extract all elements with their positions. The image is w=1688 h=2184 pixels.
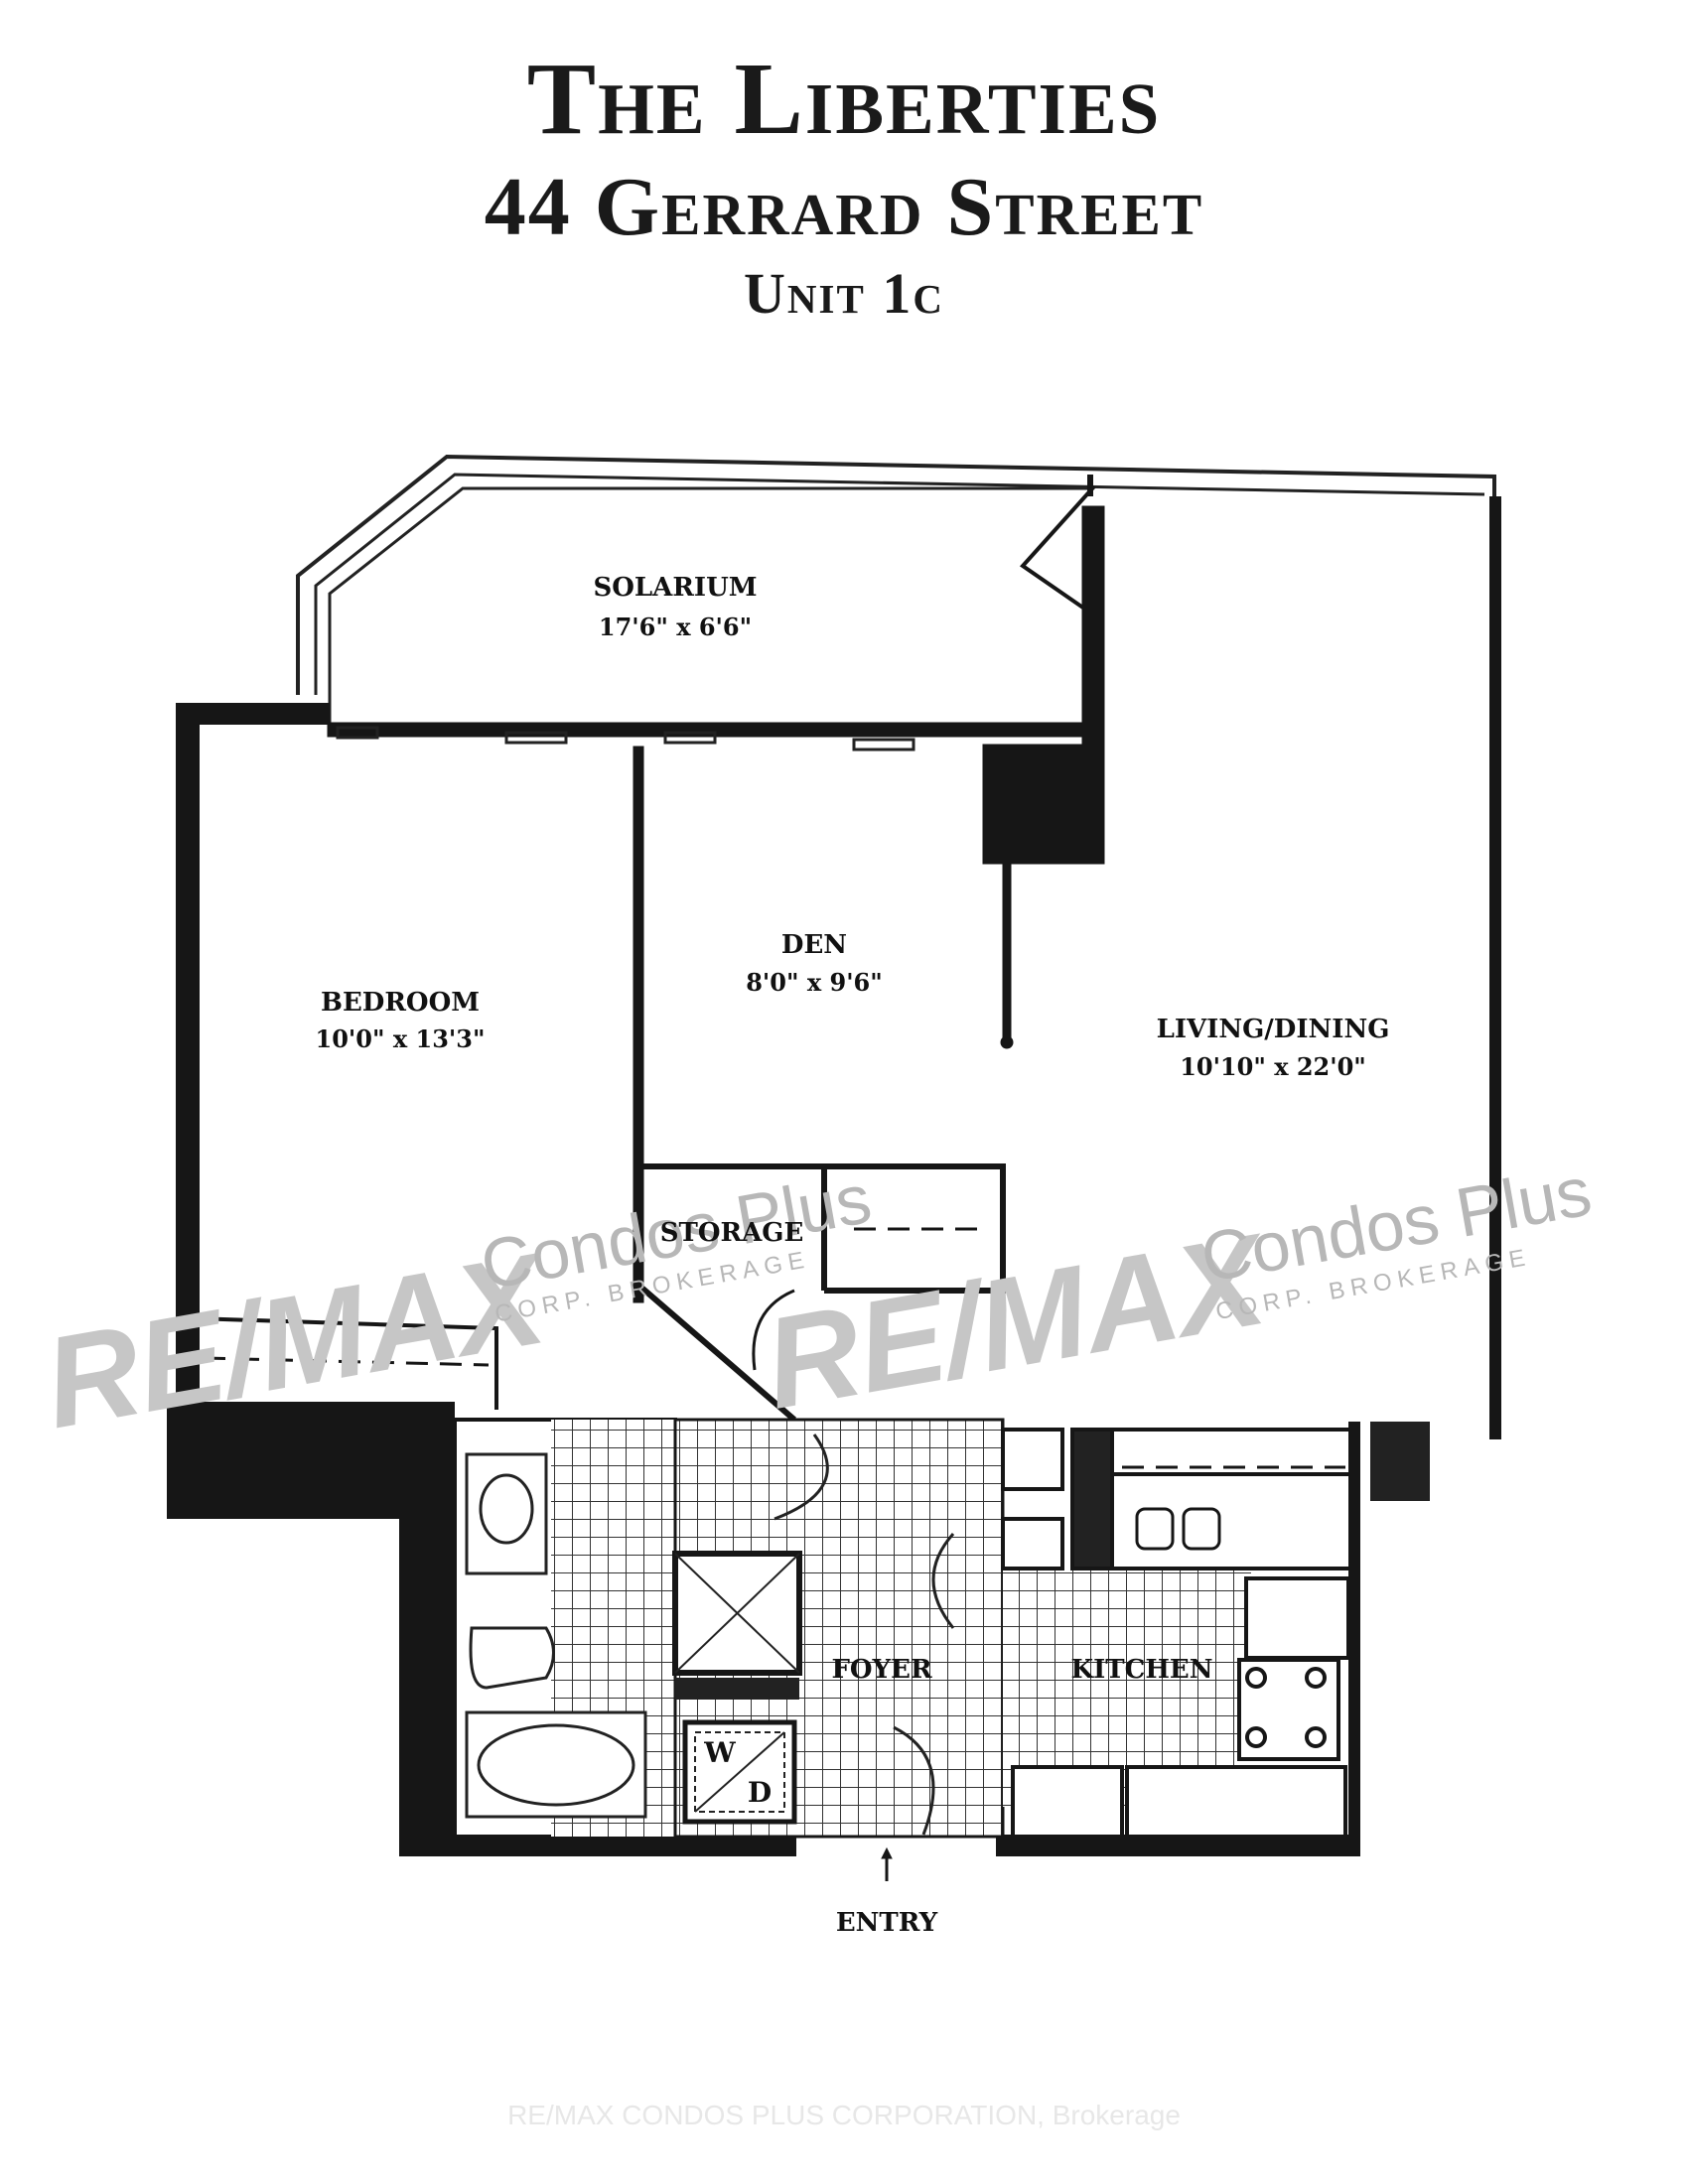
bedroom-dims: 10'0" x 13'3" [316, 1024, 486, 1053]
watermark: RE/MAX RE/MAX Condos Plus CORP. BROKERAG… [34, 1153, 1597, 1456]
building-name: The Liberties [526, 42, 1162, 156]
dryer-label: D [748, 1776, 772, 1809]
outer-walls [167, 496, 1501, 1856]
brokerage-credit: RE/MAX CONDOS PLUS CORPORATION, Brokerag… [507, 2100, 1181, 2130]
living-dims: 10'10" x 22'0" [1180, 1052, 1366, 1081]
building-address: 44 Gerrard Street [484, 161, 1204, 253]
washer-label: W [703, 1736, 736, 1769]
glass-doors [336, 726, 915, 751]
storage-room [637, 1163, 1006, 1423]
bedroom-label: BEDROOM [321, 988, 480, 1018]
solarium-label: SOLARIUM [593, 573, 757, 603]
entry-arrow-icon [881, 1846, 893, 1881]
washer-dryer [682, 1719, 797, 1825]
foyer-label: FOYER [831, 1655, 931, 1685]
storage-label: STORAGE [660, 1218, 804, 1248]
den-label: DEN [781, 930, 847, 960]
bedroom-closet [193, 1316, 498, 1410]
kitchen [1001, 1428, 1352, 1839]
den-dims: 8'0" x 9'6" [746, 968, 883, 997]
living-label: LIVING/DINING [1157, 1015, 1390, 1044]
solarium-dims: 17'6" x 6'6" [599, 613, 752, 641]
unit-number: Unit 1c [744, 261, 944, 326]
shower [672, 1551, 802, 1700]
entry-label: ENTRY [836, 1908, 938, 1938]
bathroom [453, 1418, 677, 1839]
solarium-window [296, 454, 1496, 725]
kitchen-label: KITCHEN [1071, 1655, 1213, 1685]
